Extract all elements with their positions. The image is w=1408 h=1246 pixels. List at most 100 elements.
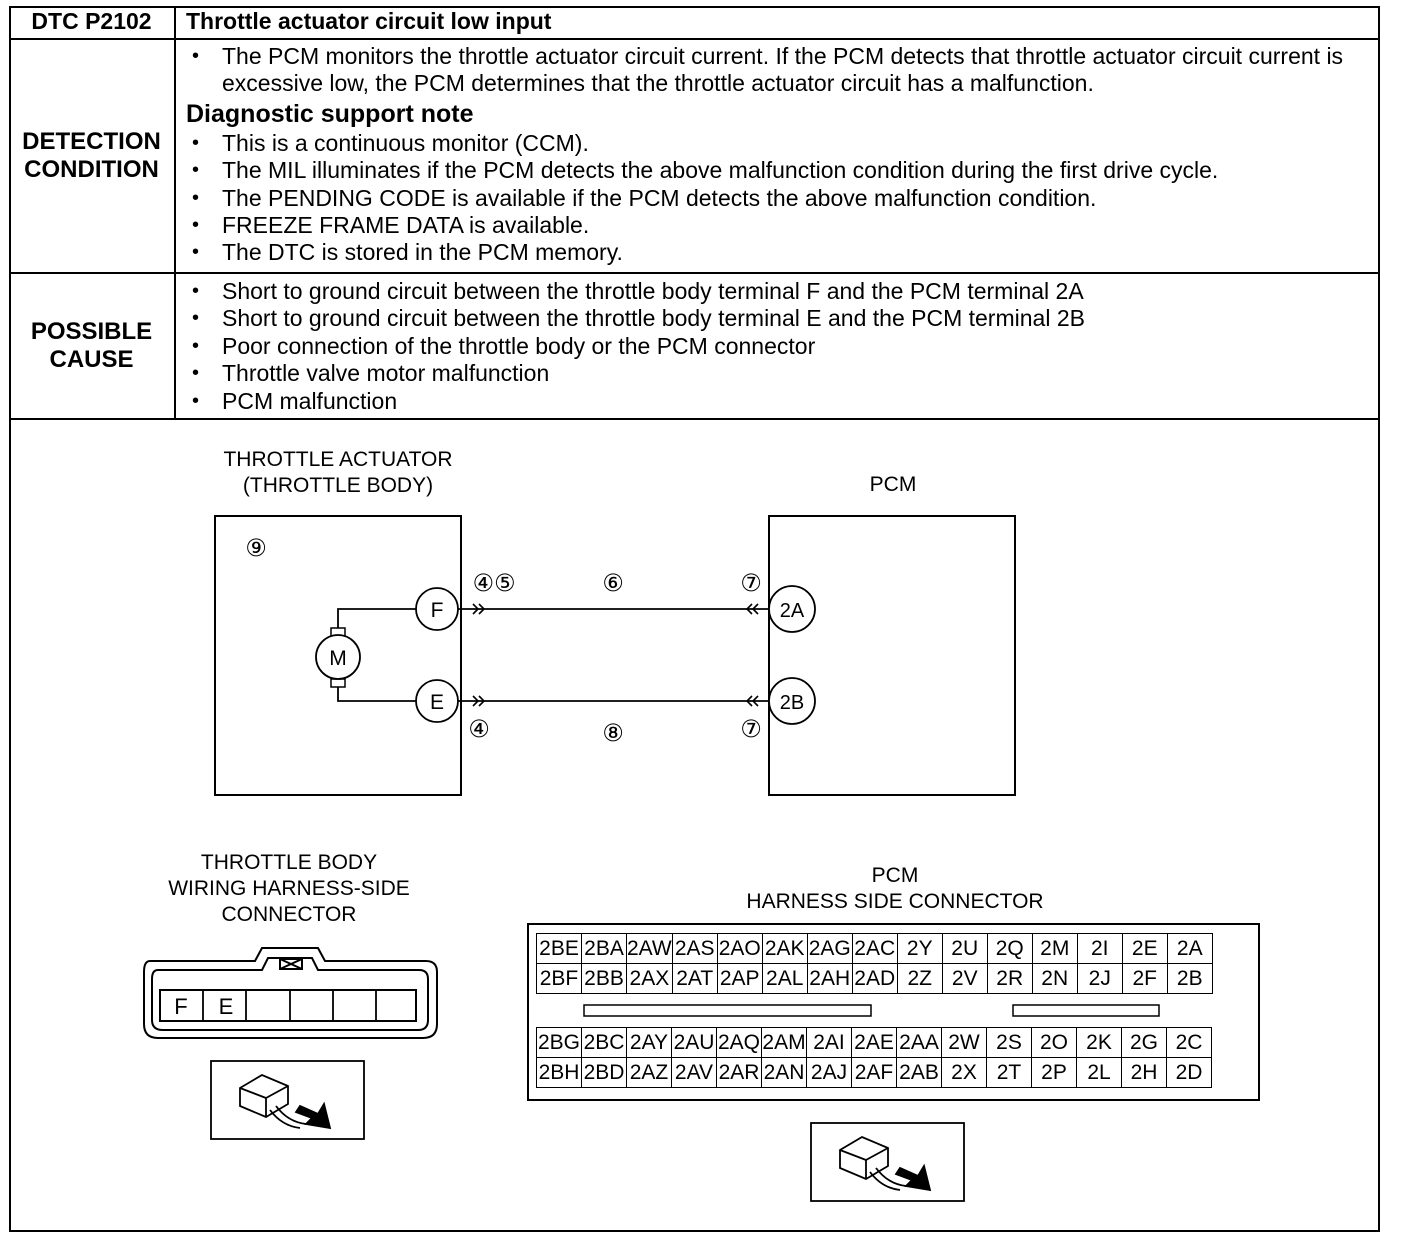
pcm-pin: 2BH <box>536 1057 582 1088</box>
tb-connector-title-line1: THROTTLE BODY <box>201 851 377 874</box>
diagnostic-note-list: This is a continuous monitor (CCM). The … <box>186 130 1362 267</box>
possible-cause-label: POSSIBLE CAUSE <box>9 318 174 374</box>
pcm-pin: 2A <box>1166 933 1213 964</box>
pcm-pin: 2BF <box>536 963 582 994</box>
dtc-code: DTC P2102 <box>31 8 152 34</box>
motor-symbol: M <box>315 608 416 702</box>
detection-label-line2: CONDITION <box>24 156 159 183</box>
tb-pin-e: E <box>219 994 234 1019</box>
pcm-pin: 2F <box>1121 963 1168 994</box>
pcm-pin: 2L <box>1076 1057 1122 1088</box>
terminal-2b-circle <box>768 677 816 725</box>
pcm-pin: 2R <box>986 963 1033 994</box>
terminal-e-circle <box>415 679 459 723</box>
pcm-pin: 2AY <box>626 1027 672 1058</box>
note-item: The PENDING CODE is available if the PCM… <box>186 185 1362 213</box>
cause-divider <box>9 418 1380 420</box>
pcm-pin: 2J <box>1076 963 1123 994</box>
pcm-pin: 2BE <box>536 933 582 964</box>
pcm-pin: 2BA <box>581 933 627 964</box>
pcm-title: PCM <box>870 473 917 496</box>
diagnostic-note-title: Diagnostic support note <box>186 99 474 128</box>
terminal-f-circle <box>415 587 459 631</box>
pcm-pin: 2AG <box>806 933 853 964</box>
detection-divider <box>9 272 1380 274</box>
pcm-pin: 2BD <box>581 1057 627 1088</box>
detection-intro: The PCM monitors the throttle actuator c… <box>186 43 1362 98</box>
actuator-title-line1: THROTTLE ACTUATOR <box>223 448 452 471</box>
pcm-pin: 2BC <box>581 1027 627 1058</box>
pcm-pin: 2AX <box>626 963 673 994</box>
pcm-pin: 2BB <box>581 963 627 994</box>
cause-label-line2: CAUSE <box>49 346 134 373</box>
marker-actuator: ⑨ <box>245 535 267 562</box>
motor-label: M <box>329 647 347 670</box>
tb-connector-pins: F E <box>159 989 417 1022</box>
label-column-divider <box>174 6 176 420</box>
pcm-pin: 2AQ <box>716 1027 762 1058</box>
tb-connector-view-icon <box>210 1060 365 1140</box>
pcm-pin: 2AI <box>806 1027 852 1058</box>
detection-label: DETECTION CONDITION <box>9 128 174 184</box>
pcm-connector-title-line2: HARNESS SIDE CONNECTOR <box>746 890 1043 913</box>
note-item: This is a continuous monitor (CCM). <box>186 130 1362 158</box>
pcm-box <box>768 515 1016 796</box>
pcm-pin: 2AF <box>851 1057 897 1088</box>
pcm-pin: 2O <box>1031 1027 1077 1058</box>
detection-label-line1: DETECTION <box>22 128 161 155</box>
detection-content: The PCM monitors the throttle actuator c… <box>186 43 1362 267</box>
pcm-pin: 2AH <box>806 963 853 994</box>
pcm-pin: 2AN <box>761 1057 807 1088</box>
pcm-pin: 2AO <box>716 933 763 964</box>
pcm-pin: 2AV <box>671 1057 717 1088</box>
pcm-pin: 2AU <box>671 1027 717 1058</box>
note-item: The DTC is stored in the PCM memory. <box>186 239 1362 267</box>
pcm-pin: 2AS <box>671 933 718 964</box>
pcm-pin: 2S <box>986 1027 1032 1058</box>
marker-top-wire: ⑥ <box>602 570 624 597</box>
pcm-pin: 2AK <box>761 933 808 964</box>
marker-top-pcm: ⑦ <box>740 570 762 597</box>
pcm-connector-view-icon <box>810 1122 965 1202</box>
terminal-2a-label: 2A <box>780 600 805 622</box>
pcm-connector-key-right <box>1012 1004 1160 1017</box>
pcm-pin: 2T <box>986 1057 1032 1088</box>
tb-pin-f: F <box>174 994 187 1019</box>
terminal-2a-circle <box>768 585 816 633</box>
tb-connector-title-line2: WIRING HARNESS-SIDE <box>168 877 410 900</box>
pcm-pin: 2AR <box>716 1057 762 1088</box>
pcm-pin: 2AZ <box>626 1057 672 1088</box>
page-frame <box>9 6 1380 1232</box>
cause-item: PCM malfunction <box>186 388 1085 416</box>
marker-bottom-wire: ⑧ <box>602 720 624 747</box>
cause-item: Short to ground circuit between the thro… <box>186 305 1085 333</box>
pcm-connector-title-line1: PCM <box>872 864 919 887</box>
pcm-pin: 2B <box>1166 963 1213 994</box>
marker-bottom-pcm: ⑦ <box>740 716 762 743</box>
note-item: The MIL illuminates if the PCM detects t… <box>186 157 1362 185</box>
actuator-title-line2: (THROTTLE BODY) <box>243 474 433 497</box>
pcm-pin: 2M <box>1031 933 1078 964</box>
connector-chevrons <box>472 603 759 707</box>
terminal-f-label: F <box>431 599 444 622</box>
tb-connector-title-line3: CONNECTOR <box>222 903 357 926</box>
pcm-pin: 2Q <box>986 933 1033 964</box>
pcm-pin: 2AB <box>896 1057 942 1088</box>
pcm-pin: 2D <box>1166 1057 1212 1088</box>
cause-label-line1: POSSIBLE <box>30 318 153 345</box>
pcm-connector-housing <box>527 923 1260 1101</box>
marker-f-connector: ④⑤ <box>472 570 515 597</box>
marker-e-connector: ④ <box>468 716 490 743</box>
pcm-pin: 2AL <box>761 963 808 994</box>
pcm-pin: 2P <box>1031 1057 1077 1088</box>
pcm-pin: 2AJ <box>806 1057 852 1088</box>
tb-connector-housing <box>143 947 438 1039</box>
pcm-pin: 2Z <box>896 963 943 994</box>
dtc-title: Throttle actuator circuit low input <box>186 8 552 34</box>
header-divider <box>9 38 1380 40</box>
pcm-pin: 2AC <box>851 933 898 964</box>
